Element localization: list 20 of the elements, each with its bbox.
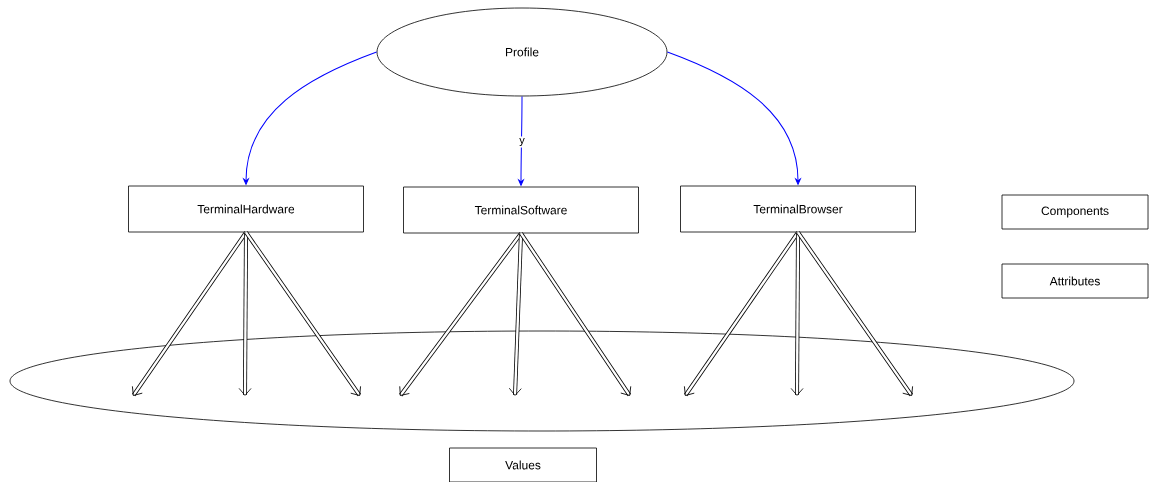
arrow — [244, 231, 362, 397]
arrow — [790, 232, 804, 396]
values-ellipse — [9, 330, 1075, 432]
arrow — [796, 231, 914, 397]
class-box: TerminalSoftware — [403, 186, 639, 234]
arrow — [666, 51, 801, 185]
category-box: Components — [1001, 194, 1149, 230]
arrow — [399, 232, 523, 397]
edge-label: y — [517, 136, 527, 148]
arrow — [508, 233, 523, 396]
category-box: Values — [449, 447, 597, 482]
class-box: TerminalBrowser — [680, 185, 916, 233]
class-box: TerminalHardware — [128, 185, 364, 233]
category-box: Attributes — [1001, 263, 1149, 299]
arrow — [243, 51, 378, 185]
arrow — [518, 95, 524, 186]
arrow — [683, 231, 800, 397]
arrow — [131, 231, 248, 397]
arrow — [238, 232, 252, 396]
arrow — [519, 232, 632, 397]
